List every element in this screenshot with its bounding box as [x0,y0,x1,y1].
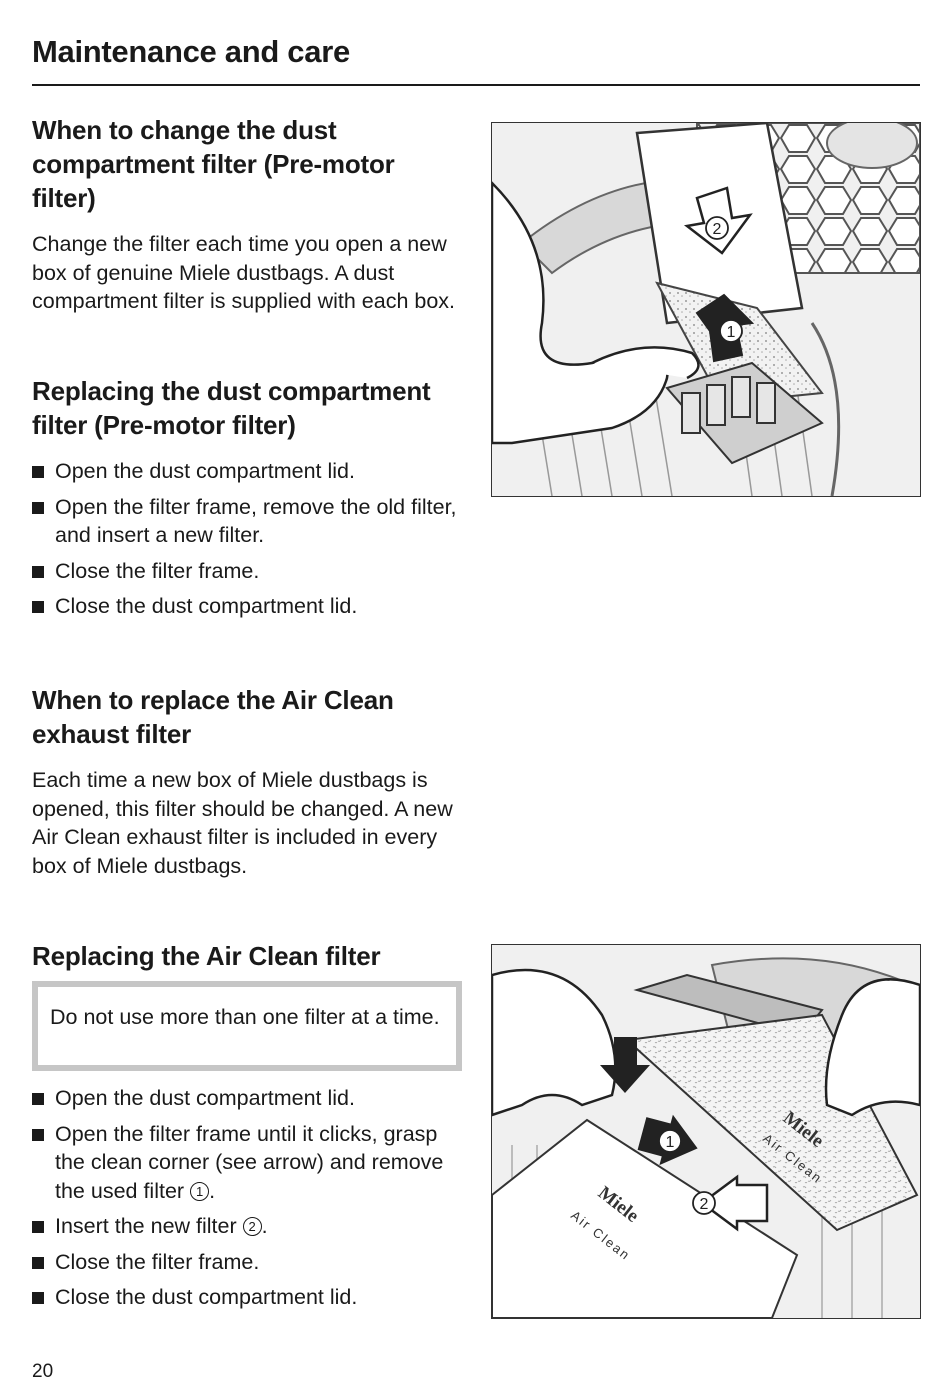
list-item: Open the filter frame until it clicks, g… [32,1120,462,1206]
list-item: Insert the new filter 2. [32,1212,462,1241]
fig1-label-1: 1 [727,324,736,341]
section-replace-premotor: Replacing the dust compartment filter (P… [32,374,462,621]
list-item: Close the dust compartment lid. [32,1283,462,1312]
fig2-label-2: 2 [700,1196,709,1213]
step-end: . [261,1214,268,1238]
title-rule [32,84,920,86]
page-title: Maintenance and care [32,34,350,69]
list-item: Close the filter frame. [32,1248,462,1277]
heading-when-airclean: When to replace the Air Clean exhaust fi… [32,685,394,749]
steps-replace-premotor: Open the dust compartment lid. Open the … [32,457,462,621]
fig2-label-1: 1 [666,1134,675,1151]
warning-note: Do not use more than one filter at a tim… [32,981,462,1071]
body-change-premotor: Change the filter each time you open a n… [32,232,456,313]
heading-replace-premotor: Replacing the dust compartment filter (P… [32,376,431,440]
list-item: Open the dust compartment lid. [32,1084,462,1113]
note-text: Do not use more than one filter at a tim… [50,1005,440,1029]
heading-replace-airclean: Replacing the Air Clean filter [32,941,381,971]
list-item: Open the filter frame, remove the old fi… [32,493,462,550]
step-text: Open the filter frame until it clicks, g… [55,1121,444,1203]
steps-replace-airclean-wrap: Open the dust compartment lid. Open the … [32,1084,462,1312]
fig1-label-2: 2 [713,221,722,238]
list-item: Open the dust compartment lid. [32,457,462,486]
step-end: . [209,1178,216,1203]
section-when-airclean: When to replace the Air Clean exhaust fi… [32,683,462,880]
steps-replace-airclean: Open the dust compartment lid. Open the … [32,1084,462,1312]
figure-premotor-filter: 2 1 [491,122,921,497]
marker-2: 2 [242,1217,262,1236]
step-text: Insert the new filter [55,1214,237,1238]
marker-1: 1 [190,1181,210,1201]
figure-airclean-filter: Miele Air Clean Miele Air Clean 1 2 [491,944,921,1319]
section-change-premotor: When to change the dust compartment filt… [32,113,462,316]
section-replace-airclean: Replacing the Air Clean filter [32,939,462,973]
premotor-illustration: 2 1 [492,123,920,496]
heading-change-premotor: When to change the dust compartment filt… [32,115,395,213]
list-item: Close the filter frame. [32,557,462,586]
airclean-illustration: Miele Air Clean Miele Air Clean 1 2 [492,945,920,1318]
body-when-airclean: Each time a new box of Miele dustbags is… [32,768,453,878]
page-number: 20 [32,1361,54,1382]
list-item: Close the dust compartment lid. [32,592,462,621]
